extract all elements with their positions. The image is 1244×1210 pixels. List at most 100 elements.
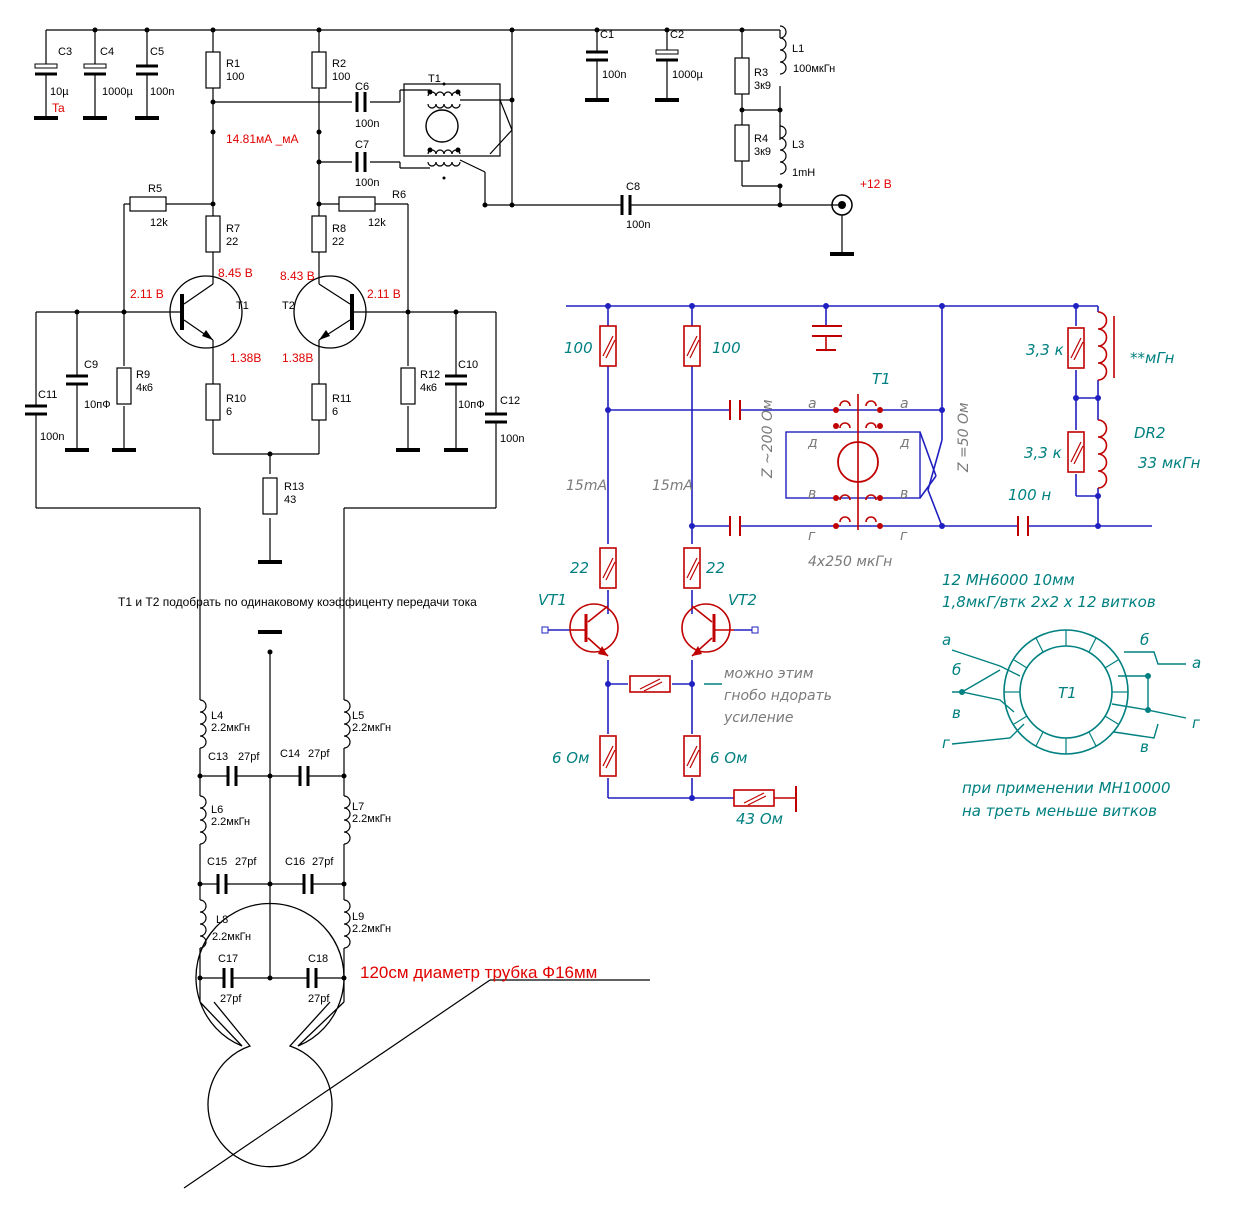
- component-value-c5: 100n: [150, 86, 174, 98]
- handwritten-label: 12 МН6000 10мм: [942, 571, 1075, 589]
- component-value-r11: 6: [332, 406, 338, 418]
- component-value-r5: 12k: [150, 217, 168, 229]
- handwritten-label: г: [942, 734, 950, 752]
- component-value-r1: 100: [226, 71, 244, 83]
- left-schematic-wires: [35, 29, 853, 1189]
- component-ref-r7: R7: [226, 223, 240, 235]
- component-value-r3: 3к9: [754, 80, 771, 92]
- component-ref-l7: L7: [352, 801, 364, 813]
- component-value-c7: 100n: [355, 177, 379, 189]
- handwritten-label: 4x250 мкГн: [808, 554, 892, 570]
- handwritten-label: г: [1192, 714, 1200, 732]
- handwritten-label: 22: [570, 559, 589, 577]
- component-ref-c4: C4: [100, 46, 114, 58]
- component-value-r12: 4к6: [420, 382, 437, 394]
- component-ref-r6: R6: [392, 189, 406, 201]
- component-value-c9: 10пФ: [84, 399, 111, 411]
- handwritten-label: в: [808, 486, 816, 502]
- handwritten-label: г: [900, 528, 908, 544]
- component-value-r13: 43: [284, 494, 296, 506]
- right-schematic-wires: [546, 305, 1152, 799]
- component-ref-c11: C11: [38, 389, 57, 401]
- handwritten-label: г: [808, 528, 816, 544]
- component-ref-r1: R1: [226, 58, 240, 70]
- component-value-c17: 27pf: [220, 993, 242, 1005]
- component-value-c14: 27pf: [308, 748, 330, 760]
- component-ref-c13: C13: [208, 751, 228, 763]
- component-ref-c14: C14: [280, 748, 300, 760]
- handwritten-label: 3,3 к: [1026, 341, 1064, 359]
- component-value-r9: 4к6: [136, 382, 153, 394]
- handwritten-label: можно этим: [724, 666, 814, 682]
- handwritten-label: гнобо ндорать: [724, 688, 832, 704]
- component-value-c6: 100n: [355, 118, 379, 130]
- component-ref-l3: L3: [792, 139, 804, 151]
- handwritten-label: на треть меньше витков: [962, 802, 1157, 820]
- component-value-r4: 3к9: [754, 146, 771, 158]
- measurement-label: 8.43 В: [280, 269, 315, 283]
- handwritten-label: а: [1192, 654, 1201, 672]
- component-value-l1: 100мкГн: [793, 63, 835, 75]
- handwritten-label: 33 мкГн: [1138, 454, 1201, 472]
- right-component-symbols: [541, 303, 1115, 812]
- component-ref-r3: R3: [754, 67, 768, 79]
- component-value-c13: 27pf: [238, 751, 260, 763]
- handwritten-label: DR2: [1134, 424, 1166, 442]
- component-ref-r10: R10: [226, 393, 246, 405]
- component-ref-c17: C17: [218, 953, 238, 965]
- handwritten-label: усиление: [723, 710, 794, 726]
- component-ref-r11: R11: [332, 393, 351, 405]
- component-value-l9: 2.2мкГн: [352, 923, 391, 935]
- component-value-c11: 100n: [40, 431, 64, 443]
- component-ref-l1: L1: [792, 43, 804, 55]
- handwritten-label: 3,3 к: [1024, 444, 1062, 462]
- loop-dimension-label: 120см диаметр трубка Ф16мм: [360, 963, 597, 982]
- handwritten-label: при применении МН10000: [962, 779, 1171, 797]
- component-value-l6: 2.2мкГн: [211, 816, 250, 828]
- component-value-r6: 12k: [368, 217, 386, 229]
- handwritten-label: 100: [712, 339, 741, 357]
- measurement-label: 1.38В: [282, 351, 313, 365]
- component-ref-c8: C8: [626, 181, 640, 193]
- selection-note: T1 и T2 подобрать по одинаковому коэффиц…: [118, 595, 477, 609]
- handwritten-label: 100: [564, 339, 593, 357]
- handwritten-label: а: [808, 396, 817, 412]
- component-value-l8: 2.2мкГн: [212, 931, 251, 943]
- handwritten-label: 15mA: [566, 478, 607, 494]
- component-ref-c2: C2: [670, 29, 684, 41]
- component-value-l3: 1mH: [792, 167, 815, 179]
- component-ref-t1: T1: [428, 73, 441, 85]
- component-value-r7: 22: [226, 236, 238, 248]
- component-value-c10: 10пФ: [458, 399, 485, 411]
- handwritten-label: а: [900, 396, 909, 412]
- handwritten-label: д: [899, 435, 910, 451]
- handwritten-label: 22: [706, 559, 725, 577]
- component-value-c4: 1000µ: [102, 86, 133, 98]
- handwritten-label: 1,8мкГ/втк 2x2 x 12 витков: [942, 593, 1156, 611]
- component-ref-c15: C15: [207, 856, 227, 868]
- component-ref-c7: C7: [355, 139, 369, 151]
- component-ref-c3: C3: [58, 46, 72, 58]
- handwritten-label: в: [900, 486, 908, 502]
- component-ref-r8: R8: [332, 223, 346, 235]
- handwritten-label: 6 Ом: [552, 749, 589, 767]
- component-value-c18: 27pf: [308, 993, 330, 1005]
- left-component-symbols: [23, 25, 856, 990]
- handwritten-label: VT2: [728, 591, 757, 609]
- component-ref-c16: C16: [285, 856, 305, 868]
- component-ref-l5: L5: [352, 710, 364, 722]
- measurement-label: 1.38В: [230, 351, 261, 365]
- handwritten-label: 15mA: [652, 478, 693, 494]
- component-value-c1: 100n: [602, 69, 626, 81]
- component-value-l4: 2.2мкГн: [211, 722, 250, 734]
- component-ref-l4: L4: [211, 710, 223, 722]
- handwritten-label: 43 Ом: [736, 810, 783, 828]
- component-ref-c9: C9: [84, 359, 98, 371]
- component-ref-t1: T1: [236, 300, 249, 312]
- component-value-r8: 22: [332, 236, 344, 248]
- component-value-c2: 1000µ: [672, 69, 703, 81]
- handwritten-label: 100 н: [1008, 486, 1051, 504]
- component-ref-c10: C10: [458, 359, 478, 371]
- measurement-label: 14.81мА _мА: [226, 132, 299, 146]
